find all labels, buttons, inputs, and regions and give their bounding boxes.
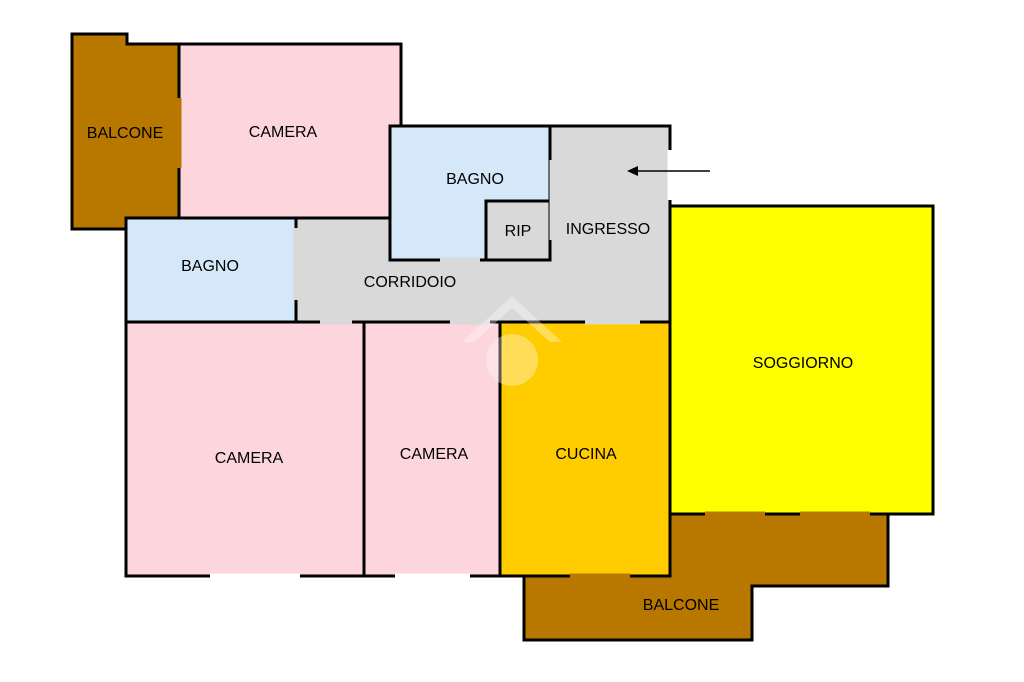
room-label-balcone-bottom: BALCONE — [643, 597, 719, 614]
camera-mid-area — [362, 320, 502, 578]
wall-openings — [176, 98, 870, 579]
room-label-camera-big: CAMERA — [215, 450, 284, 467]
room-label-bagno-left: BAGNO — [181, 258, 239, 275]
room-label-bagno-upper: BAGNO — [446, 171, 504, 188]
left-arrow-icon — [627, 166, 710, 176]
room-label-camera-top: CAMERA — [249, 124, 318, 141]
room-label-rip: RIP — [505, 223, 532, 240]
house-logo-icon — [462, 296, 562, 386]
camera-top-area — [177, 42, 403, 220]
room-label-camera-mid: CAMERA — [400, 446, 469, 463]
room-label-balcone-top: BALCONE — [87, 125, 163, 142]
room-label-soggiorno: SOGGIORNO — [753, 355, 853, 372]
room-label-corridoio: CORRIDOIO — [364, 274, 456, 291]
camera-big-area — [124, 320, 366, 578]
room-label-cucina: CUCINA — [555, 446, 617, 463]
rip-area — [484, 199, 552, 262]
room-label-ingresso: INGRESSO — [566, 221, 650, 238]
